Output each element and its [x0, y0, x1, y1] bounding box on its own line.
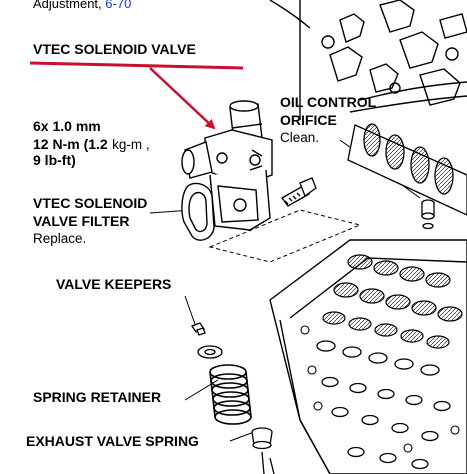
page-reference: Adjustment, 6-70 — [33, 0, 131, 11]
label-valve-keepers: VALVE KEEPERS — [56, 276, 172, 292]
label-oil-control-line1: OIL CONTROL — [280, 94, 377, 110]
label-torque-line3: 9 lb-ft) — [33, 152, 76, 168]
label-filter-line2: VALVE FILTER — [33, 213, 130, 229]
valve-keepers — [191, 322, 206, 336]
dashed-locator — [208, 209, 362, 263]
exhaust-valve-spring — [209, 364, 252, 425]
label-filter-line1: VTEC SOLENOID — [33, 195, 148, 211]
reference-link[interactable]: 6-70 — [105, 0, 132, 11]
label-vtec-solenoid-valve: VTEC SOLENOID VALVE — [33, 41, 196, 57]
label-oil-control-line2: ORIFICE — [280, 112, 337, 128]
title-underline — [29, 61, 244, 70]
rocker-assembly — [269, 0, 467, 120]
spring-retainer — [197, 345, 223, 359]
head-bolts — [300, 325, 460, 453]
label-torque-line1: 6x 1.0 mm — [33, 118, 101, 134]
label-torque-line2: 12 N-m (1.2 kg-m , — [33, 136, 150, 154]
filter-gasket — [181, 182, 215, 241]
solenoid-bolt — [281, 177, 317, 207]
label-filter-note: Replace. — [33, 231, 87, 246]
spring-seat — [251, 427, 275, 474]
label-oil-control-note: Clean. — [280, 130, 320, 145]
camshaft — [347, 123, 467, 216]
head-ports — [316, 340, 451, 470]
valve-springs-installed — [322, 254, 463, 349]
vtec-solenoid-valve — [181, 100, 273, 231]
label-spring-retainer: SPRING RETAINER — [33, 389, 162, 405]
label-exhaust-valve-spring: EXHAUST VALVE SPRING — [26, 433, 199, 449]
torque-unit-kgm: kg-m , — [112, 137, 150, 152]
callout-arrow — [149, 67, 216, 130]
oil-control-orifice — [421, 199, 435, 230]
reference-text: Adjustment, — [33, 0, 102, 11]
torque-value-nm: 12 N-m (1.2 — [33, 136, 108, 152]
